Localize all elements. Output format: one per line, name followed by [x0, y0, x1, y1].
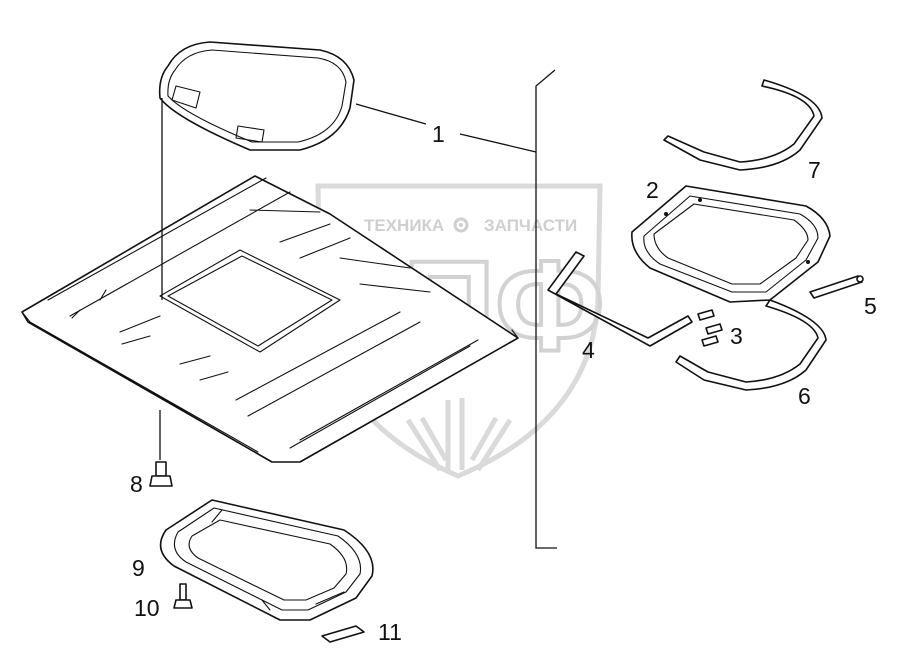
- wheat-emblem: [405, 398, 513, 472]
- callout-4: 4: [582, 337, 595, 363]
- hatch-frame: [631, 185, 831, 303]
- callout-1: 1: [432, 121, 445, 147]
- callout-11: 11: [378, 619, 402, 645]
- plate-11: [321, 625, 365, 643]
- callout-9: 9: [132, 555, 145, 581]
- callout-3: 3: [730, 323, 743, 349]
- callout-5: 5: [864, 293, 877, 319]
- bolt-8: [149, 461, 173, 487]
- callout-8: 8: [130, 471, 143, 497]
- callout-6: 6: [798, 383, 811, 409]
- seal-upper: [663, 79, 823, 171]
- cab-roof: [21, 175, 519, 463]
- inner-trim-frame: [159, 499, 374, 621]
- pin: [809, 275, 864, 299]
- clips: [697, 309, 723, 347]
- screw-10: [173, 583, 193, 609]
- seal-lower: [675, 299, 827, 391]
- handle-rod: [547, 251, 693, 347]
- leader-1: [355, 103, 537, 153]
- watermark-tagline-right: ЗАПЧАСТИ: [484, 216, 577, 235]
- callout-10: 10: [134, 595, 160, 621]
- callout-2: 2: [646, 177, 659, 203]
- bracket-divider: [535, 69, 557, 549]
- callout-7: 7: [808, 157, 821, 183]
- gear-icon: [453, 217, 469, 233]
- roof-hatch-panel: [158, 41, 355, 151]
- watermark-tagline-left: ТЕХНИКА: [364, 216, 444, 235]
